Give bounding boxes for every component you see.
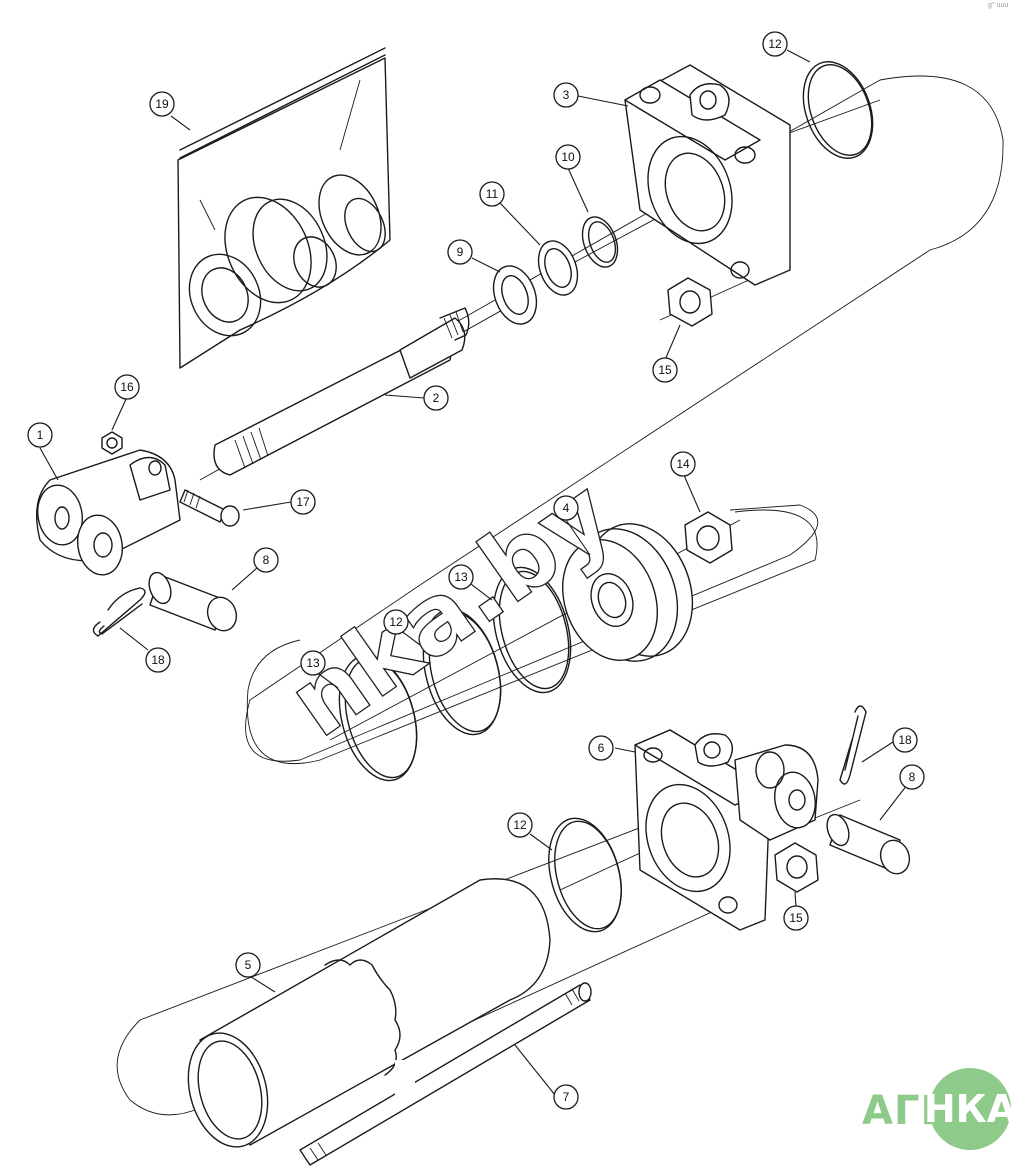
callout-2: 2 xyxy=(423,385,449,411)
callout-12-top: 12 xyxy=(762,31,788,57)
callout-number: 13 xyxy=(454,570,468,584)
callout-number: 19 xyxy=(155,97,169,111)
callout-13-left: 13 xyxy=(300,650,326,676)
callout-number: 14 xyxy=(676,457,690,471)
lock-nut-16 xyxy=(101,431,123,455)
brand-logo-badge: НКА xyxy=(924,1068,1016,1150)
callout-9: 9 xyxy=(447,239,473,265)
callout-11: 11 xyxy=(479,181,505,207)
clevis-pin-upper xyxy=(148,571,238,632)
callout-number: 11 xyxy=(486,187,499,201)
callout-number: 18 xyxy=(151,653,165,667)
corner-mark: g° uuu xyxy=(988,2,1009,9)
callout-number: 15 xyxy=(789,911,803,925)
o-ring-12-middle xyxy=(422,608,502,736)
callout-15-lower: 15 xyxy=(783,905,809,931)
callout-18-right: 18 xyxy=(892,727,918,753)
callout-6: 6 xyxy=(588,735,614,761)
callout-number: 1 xyxy=(37,428,44,442)
callout-number: 7 xyxy=(563,1090,570,1104)
bolt-17 xyxy=(179,489,240,527)
callout-number: 4 xyxy=(563,501,570,515)
callout-8-lower: 8 xyxy=(899,764,925,790)
callout-17: 17 xyxy=(290,489,316,515)
hair-pin-clip-right xyxy=(839,705,867,785)
callout-number: 9 xyxy=(457,245,464,259)
piston-rod xyxy=(213,307,470,476)
callout-number: 5 xyxy=(245,958,252,972)
callout-number: 8 xyxy=(263,553,270,567)
piston-4 xyxy=(561,523,694,662)
nut-15-lower xyxy=(774,842,819,893)
callout-number: 13 xyxy=(306,656,320,670)
callout-14: 14 xyxy=(670,451,696,477)
callout-8-upper: 8 xyxy=(253,547,279,573)
callout-number: 8 xyxy=(909,770,916,784)
callout-number: 12 xyxy=(389,615,403,629)
callout-10: 10 xyxy=(555,144,581,170)
tie-rod xyxy=(299,982,592,1166)
callout-number: 2 xyxy=(433,391,440,405)
callout-number: 15 xyxy=(658,363,672,377)
callout-number: 6 xyxy=(598,741,605,755)
hair-pin-clip-left xyxy=(92,587,146,637)
callout-12-middle: 12 xyxy=(383,609,409,635)
end-cap-lower xyxy=(634,729,819,931)
o-ring-12-top xyxy=(802,61,874,159)
nut-14 xyxy=(684,511,733,564)
callout-1: 1 xyxy=(27,422,53,448)
leader-lines xyxy=(39,49,908,1096)
callout-7: 7 xyxy=(553,1084,579,1110)
backup-ring-13-left xyxy=(338,654,418,782)
wiper-seal-11 xyxy=(537,240,579,296)
backup-ring-13-right xyxy=(492,566,572,694)
callout-12-lower: 12 xyxy=(507,812,533,838)
seal-kit-bag xyxy=(177,47,391,369)
callout-18-left: 18 xyxy=(145,647,171,673)
o-ring-12-lower xyxy=(548,817,622,933)
nut-15-top xyxy=(667,277,713,327)
callout-15-top: 15 xyxy=(652,357,678,383)
callout-4: 4 xyxy=(553,495,579,521)
callout-number: 16 xyxy=(120,380,134,394)
callout-19: 19 xyxy=(149,91,175,117)
end-cap-upper xyxy=(624,64,791,286)
callout-5: 5 xyxy=(235,952,261,978)
cylinder-barrel xyxy=(187,878,551,1148)
callout-number: 17 xyxy=(296,495,310,509)
callout-number: 18 xyxy=(898,733,912,747)
callout-13-right: 13 xyxy=(448,564,474,590)
callout-number: 12 xyxy=(513,818,527,832)
clevis-pin-lower xyxy=(826,813,911,875)
rod-seal-9 xyxy=(492,265,538,325)
o-ring-10 xyxy=(581,216,619,268)
callout-16: 16 xyxy=(114,374,140,400)
callout-number: 10 xyxy=(561,150,575,164)
callout-number: 3 xyxy=(563,88,570,102)
callout-number: 12 xyxy=(768,37,782,51)
callout-3: 3 xyxy=(553,82,579,108)
rod-clevis xyxy=(35,449,181,576)
